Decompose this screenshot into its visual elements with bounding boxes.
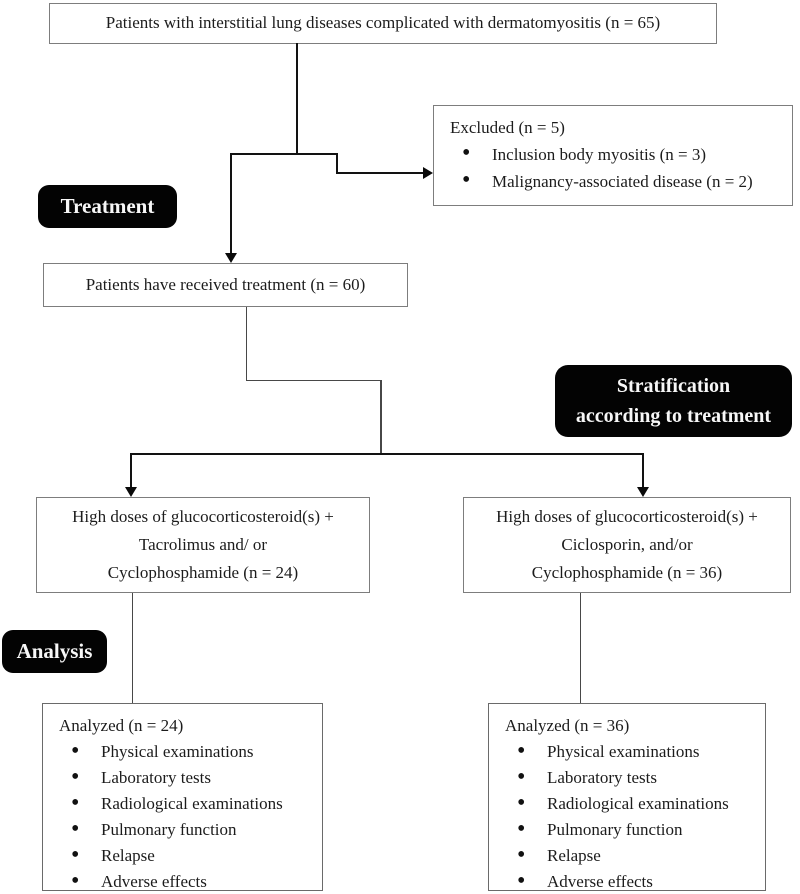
analyzed-right-title: Analyzed (n = 36)	[505, 716, 630, 735]
arrowhead-right-excluded	[423, 167, 433, 179]
analyzed-right-list: Physical examinations Laboratory tests R…	[505, 738, 759, 894]
connector-received-vertical	[230, 153, 232, 254]
connector-excluded-jog-vertical	[336, 153, 338, 174]
list-item: Adverse effects	[59, 868, 316, 894]
list-item: Laboratory tests	[59, 764, 316, 791]
branch-right-line3: Cyclophosphamide (n = 36)	[531, 563, 723, 582]
analysis-label-text: Analysis	[16, 639, 93, 663]
patients-total-text: Patients with interstitial lung diseases…	[105, 13, 661, 33]
excluded-list: Inclusion body myositis (n = 3) Malignan…	[450, 140, 786, 195]
excluded-title: Excluded (n = 5)	[450, 118, 565, 137]
connector-branch-split-horizontal	[130, 453, 644, 455]
stratification-label-line1: Stratification	[616, 375, 731, 397]
received-treatment-box: Patients have received treatment (n = 60…	[43, 263, 408, 307]
received-treatment-text: Patients have received treatment (n = 60…	[85, 274, 366, 294]
analyzed-right-box: Analyzed (n = 36) Physical examinations …	[488, 703, 766, 894]
branch-left-box: High doses of glucocorticosteroid(s) + T…	[36, 497, 370, 593]
list-item: Radiological examinations	[59, 790, 316, 817]
connector-analyzed-right-vertical	[580, 593, 581, 703]
arrowhead-down-branch-right	[637, 487, 649, 497]
branch-right-line1: High doses of glucocorticosteroid(s) +	[496, 507, 758, 526]
excluded-box: Excluded (n = 5) Inclusion body myositis…	[433, 105, 793, 206]
connector-jog-horizontal	[246, 380, 381, 381]
list-item: Physical examinations	[505, 738, 759, 765]
stratification-label: Stratification according to treatment	[555, 365, 792, 437]
connector-branch-right-vertical	[642, 453, 644, 489]
patients-total-box: Patients with interstitial lung diseases…	[49, 3, 717, 44]
list-item: Adverse effects	[505, 868, 759, 894]
connector-excluded-horizontal	[336, 172, 424, 174]
list-item: Laboratory tests	[505, 764, 759, 791]
analyzed-left-title: Analyzed (n = 24)	[59, 716, 184, 735]
branch-left-line1: High doses of glucocorticosteroid(s) +	[72, 507, 334, 526]
connector-split-horizontal-upper	[230, 153, 338, 155]
analyzed-left-list: Physical examinations Laboratory tests R…	[59, 738, 316, 894]
connector-received-down-vertical	[246, 307, 247, 381]
analyzed-left-box: Analyzed (n = 24) Physical examinations …	[42, 703, 323, 894]
connector-top-vertical	[296, 43, 298, 155]
branch-left-line2: Tacrolimus and/ or	[138, 535, 268, 554]
connector-branch-left-vertical	[130, 453, 132, 489]
list-item: Malignancy-associated disease (n = 2)	[450, 167, 786, 195]
list-item: Pulmonary function	[505, 816, 759, 843]
arrowhead-down-received	[225, 253, 237, 263]
list-item: Relapse	[59, 842, 316, 869]
list-item: Pulmonary function	[59, 816, 316, 843]
connector-jog-vertical	[380, 380, 382, 455]
branch-left-line3: Cyclophosphamide (n = 24)	[107, 563, 299, 582]
arrowhead-down-branch-left	[125, 487, 137, 497]
list-item: Inclusion body myositis (n = 3)	[450, 140, 786, 168]
branch-right-box: High doses of glucocorticosteroid(s) + C…	[463, 497, 791, 593]
list-item: Physical examinations	[59, 738, 316, 765]
list-item: Radiological examinations	[505, 790, 759, 817]
treatment-label: Treatment	[38, 185, 177, 228]
treatment-label-text: Treatment	[60, 194, 155, 218]
branch-right-line2: Ciclosporin, and/or	[561, 535, 693, 554]
stratification-label-line2: according to treatment	[575, 405, 772, 427]
connector-analyzed-left-vertical	[132, 593, 133, 703]
list-item: Relapse	[505, 842, 759, 869]
analysis-label: Analysis	[2, 630, 107, 673]
